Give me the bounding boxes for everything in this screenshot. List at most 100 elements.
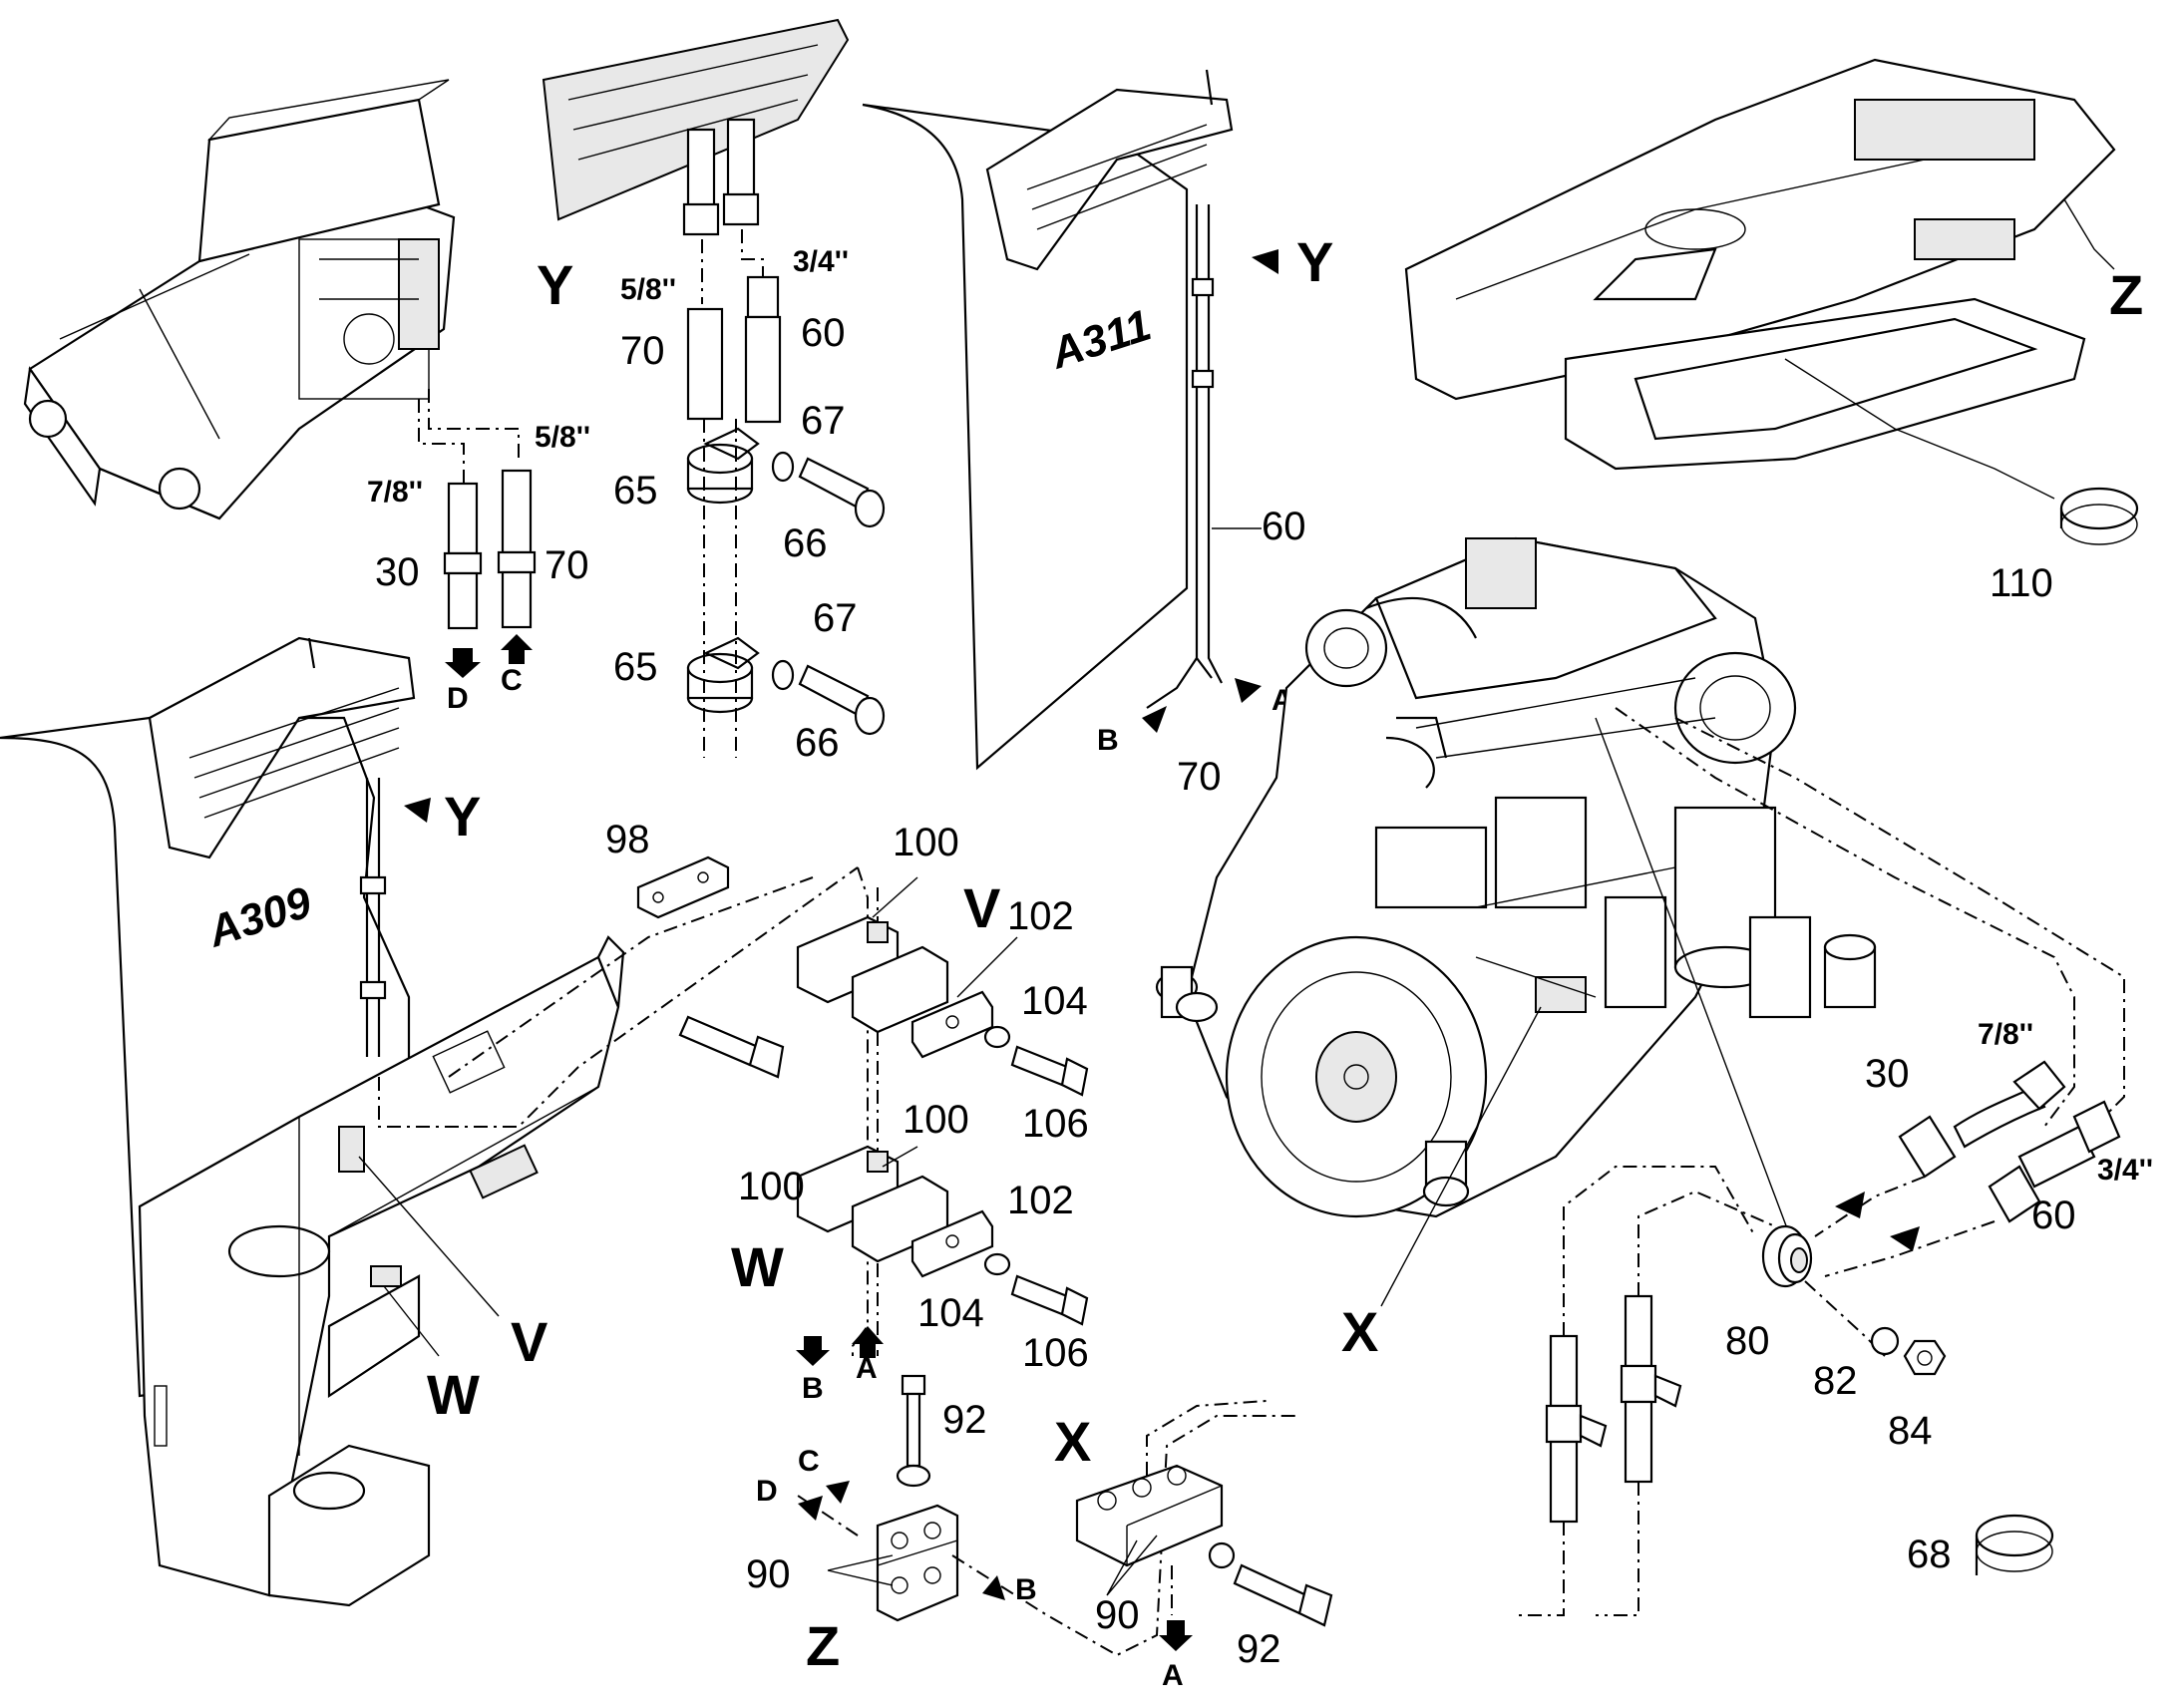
arrow-B-bottom [982,1575,1005,1600]
view-label-Y-top: Y [537,253,573,316]
label-67-lower: 67 [813,596,858,640]
arrow-label-D: D [447,682,469,715]
leader-90-Z [827,1554,894,1586]
fittings-top [682,118,782,424]
leader-110 [1784,358,2055,500]
washer-67-upper [771,451,795,483]
arrow-label-B-right: B [1097,724,1119,757]
arrow-label-A-bottom: A [1162,1659,1184,1692]
grommet-80 [1761,1224,1813,1288]
label-66-upper: 66 [783,521,828,565]
view-label-X-engine: X [1341,1300,1378,1363]
bracket-plate-98 [636,855,730,919]
view-label-X-bottom: X [1054,1410,1091,1473]
label-66-lower: 66 [795,721,840,765]
hose-30-right [1898,1060,2066,1179]
washer-104-upper [983,1025,1011,1049]
tank-assembly [138,935,625,1607]
fraction-5-8-center: 5/8'' [620,273,676,306]
arrow-up-C [501,634,533,664]
label-67-upper: 67 [801,399,846,443]
leader-80 [1595,717,1791,1237]
clamp-block-100-upper [796,915,949,1034]
label-104-lower: 104 [917,1291,984,1335]
label-90-X: 90 [1095,1593,1140,1637]
bolt-92-X [1233,1563,1333,1627]
fraction-7-8-top: 7/8'' [367,476,423,509]
view-label-V-left: V [511,1310,547,1373]
label-60-right: 60 [1262,505,1306,548]
arrow-A-right [1235,678,1262,703]
engine-assembly [1155,536,1877,1218]
arrow-label-C-bottom: C [798,1445,820,1478]
arrow-up-A [852,1326,884,1358]
label-60-center: 60 [801,311,846,355]
washer-92-X [1208,1541,1236,1569]
clamp-110 [2059,487,2139,545]
leader-Z [2063,198,2115,270]
hose-60-right-2 [1207,204,1223,684]
label-70-right: 70 [1177,755,1222,799]
screw-66-lower [798,664,886,736]
grille-panel [542,18,850,221]
label-100-lower-right: 100 [903,1098,969,1142]
leader-W-left [383,1285,440,1357]
connection-path-B [852,866,869,1356]
label-90-Z: 90 [746,1552,791,1596]
connector-lines-vertical [703,419,737,758]
label-80: 80 [1725,1319,1770,1363]
connection-path-98 [378,866,859,1128]
label-68: 68 [1907,1533,1952,1576]
fraction-3-4-right: 3/4'' [2097,1154,2153,1187]
label-110: 110 [1990,561,2053,605]
pipe-tee-right [1620,1294,1682,1484]
clamp-1 [1191,277,1215,297]
label-70-top: 70 [545,543,589,587]
hose-70-right [1146,657,1198,709]
label-30-right: 30 [1865,1052,1910,1096]
hose-70-top [497,469,537,629]
clamp-left-1 [359,875,387,895]
leader-100-upper [872,876,918,918]
grommet-65-upper [686,427,760,505]
grommet-65-lower [686,636,760,714]
arrow-down-A-bottom [1159,1620,1193,1651]
clamp-2 [1191,369,1215,389]
arrow-label-B-bottom: B [1015,1573,1037,1606]
label-102-lower: 102 [1007,1179,1074,1222]
label-100-lower-left: 100 [738,1165,805,1208]
leader-X-engine [1380,1006,1542,1307]
fraction-7-8-right: 7/8'' [1978,1018,2033,1051]
arrow-label-A-center: A [856,1352,878,1385]
connection-path-30b [1814,1176,1926,1237]
connection-path-98b [448,876,814,1078]
hose-30-top [443,482,483,630]
leader-90-X [1106,1535,1158,1596]
arrow-label-D-bottom: D [756,1475,778,1508]
arrow-label-B-center: B [802,1372,824,1405]
washer-104-lower [983,1252,1011,1276]
label-65-upper: 65 [613,469,658,512]
label-84: 84 [1888,1409,1933,1453]
plate-102-lower [910,1209,994,1278]
connection-path-Z [797,1415,1296,1657]
housing-A311 [862,69,1234,771]
arrow-label-C: C [501,664,523,697]
connection-path-60b [1824,1220,1996,1277]
bolt-92-vertical [896,1374,931,1488]
view-label-Y-right: Y [1296,230,1333,293]
arrow-down-B [796,1336,830,1366]
chassis-frame [1404,58,2116,471]
fraction-3-4-center: 3/4'' [793,245,849,278]
fraction-5-8-top-right: 5/8'' [535,421,590,454]
arrow-hose-30 [1835,1192,1865,1218]
label-104-upper: 104 [1021,979,1088,1023]
view-label-Y-left: Y [444,785,481,848]
label-70-center: 70 [620,329,665,373]
label-100-upper: 100 [893,821,959,864]
label-92-X: 92 [1237,1627,1281,1671]
hose-60-right [1988,1100,2121,1223]
washer-82 [1870,1326,1900,1356]
connection-path-upper-left-2 [418,399,465,484]
